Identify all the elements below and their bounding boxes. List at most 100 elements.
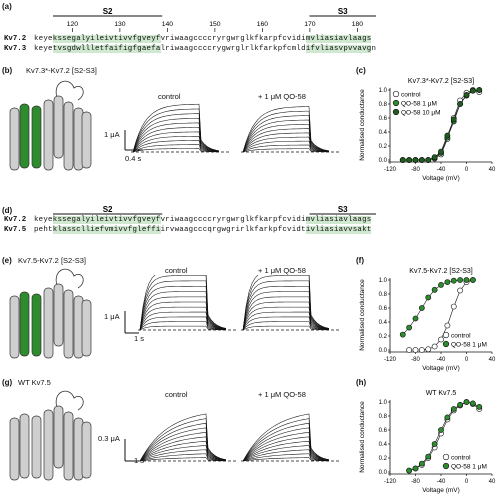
residue-tick-label: 140 [162, 21, 174, 28]
helix-grey [43, 287, 54, 359]
helix-green [31, 105, 42, 169]
current-trace [242, 124, 330, 153]
panel-label-d: (d) [2, 206, 13, 215]
current-trace [242, 445, 330, 462]
legend-marker [442, 462, 450, 470]
x-tick-label: -120 [384, 479, 397, 485]
x-tick-label: 0 [465, 167, 469, 173]
current-trace [132, 127, 220, 153]
data-point [457, 101, 464, 107]
data-point [469, 277, 476, 283]
data-point [406, 467, 413, 474]
current-trace [132, 144, 220, 153]
data-point [469, 400, 476, 407]
data-point [399, 331, 406, 338]
construct-label-g: WT Kv7.5 [18, 378, 51, 387]
construct-label-b: Kv7.3*-Kv7.2 [S2-S3] [26, 66, 97, 75]
helix-grey [53, 283, 64, 347]
trace-title-control-e: control [165, 266, 188, 275]
data-point [425, 294, 432, 301]
helix-green [19, 291, 30, 357]
channel-cartoon-b [9, 80, 92, 171]
legend-label: control [451, 332, 471, 339]
y-tick-label: 1.0 [379, 88, 388, 94]
data-point [431, 154, 438, 161]
data-point [438, 281, 444, 288]
current-trace [139, 457, 227, 462]
helix-grey [63, 411, 74, 481]
current-trace [139, 286, 227, 331]
legend-marker [392, 90, 400, 98]
current-traces-b [124, 103, 341, 153]
current-trace [242, 440, 330, 462]
data-point [406, 324, 413, 331]
current-trace [139, 296, 227, 331]
y-tick-label: 0.6 [379, 116, 388, 122]
current-trace [242, 449, 330, 462]
residue-tick-label: 160 [257, 21, 269, 28]
helix-grey [43, 99, 54, 171]
data-point [438, 148, 444, 155]
current-trace [242, 280, 330, 331]
legend-marker [442, 331, 450, 339]
scale-x-e: 1 s [134, 334, 145, 343]
x-tick-label: -40 [437, 167, 446, 173]
data-point [438, 336, 444, 343]
helix-grey [19, 413, 30, 479]
helix-grey [81, 299, 92, 357]
current-trace [242, 275, 330, 331]
x-tick-label: 40 [489, 479, 496, 485]
current-trace [139, 316, 227, 331]
current-trace [242, 301, 330, 331]
current-trace [242, 453, 330, 462]
x-tick-label: 40 [489, 357, 496, 363]
current-trace [242, 457, 330, 462]
scale-x-b: 0.4 s [125, 154, 142, 163]
current-trace [242, 418, 330, 462]
data-point [450, 277, 457, 284]
current-trace [242, 286, 330, 331]
current-trace [139, 275, 227, 331]
legend-marker [392, 99, 400, 107]
current-trace [139, 280, 227, 331]
data-point [418, 157, 425, 163]
legend-marker [442, 453, 450, 461]
x-tick-label: -40 [437, 357, 446, 363]
data-point [425, 453, 432, 460]
y-tick-label: 0.8 [379, 414, 388, 420]
y-tick-label: 0.0 [379, 158, 388, 164]
current-trace [139, 291, 227, 331]
data-point [444, 279, 451, 285]
y-tick-label: 0.4 [379, 442, 388, 448]
sequence-name: Kv7.2 [4, 35, 27, 43]
chart-title: Kv7.5-Kv7.2 [S2-S3] [409, 268, 472, 275]
current-trace [242, 296, 330, 331]
trace-title-control-b: control [158, 92, 181, 101]
residue-tick-label: 180 [352, 21, 364, 28]
current-trace [242, 316, 330, 331]
scale-y-g: 0.3 μA [98, 434, 120, 443]
current-trace [139, 432, 227, 462]
residue-tick-label: 170 [304, 21, 316, 28]
data-point [418, 347, 425, 353]
x-tick-label: 40 [489, 167, 496, 173]
data-point [418, 460, 425, 467]
pore-loop [55, 80, 84, 101]
data-point [463, 91, 470, 98]
helix-grey [53, 405, 64, 469]
chart-title: Kv7.3*-Kv7.2 [S2-S3] [408, 78, 474, 85]
sequence-text: keyetvsgdwllletfaifigfgaefalriwaagccccry… [34, 45, 377, 53]
y-tick-label: 0.8 [379, 102, 388, 108]
construct-label-e: Kv7.5-Kv7.2 [S2-S3] [18, 256, 86, 265]
data-point [476, 403, 483, 410]
panel-label-g: (g) [2, 378, 13, 387]
current-trace [242, 432, 330, 462]
current-trace [242, 306, 330, 331]
current-traces-e [124, 275, 341, 334]
data-point [431, 286, 438, 293]
data-point [418, 305, 425, 311]
segment-label-s3: S3 [338, 205, 348, 214]
sequence-text: keyekssegalyileivtivvfgveyfvriwaagccccry… [34, 216, 372, 224]
